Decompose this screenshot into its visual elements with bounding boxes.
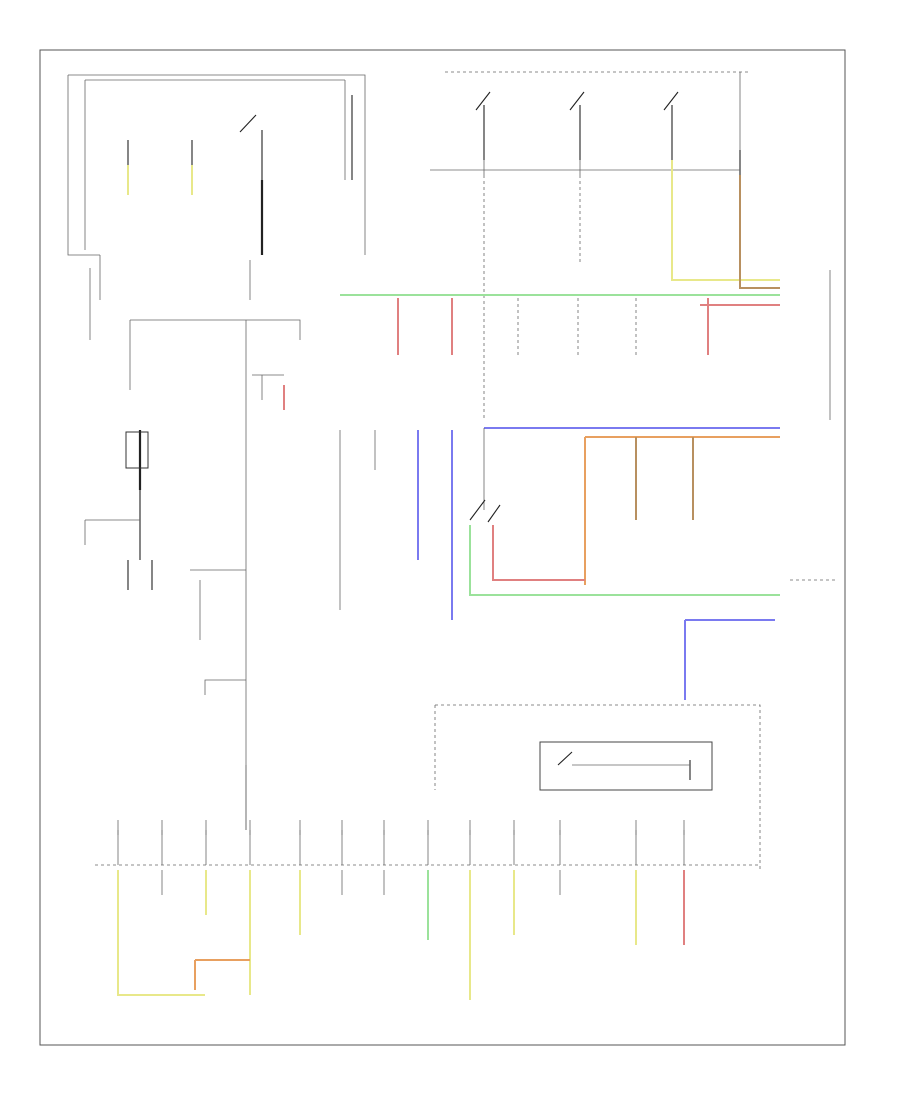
green-bus-drops <box>397 298 709 355</box>
top-left-fuse-block <box>67 74 366 256</box>
bottom-fuse-row <box>95 765 760 1000</box>
top-right-relay-block <box>430 71 780 420</box>
left-trunk <box>84 255 301 830</box>
lower-right-module <box>434 704 761 870</box>
middle-section <box>339 270 835 700</box>
diagram-frame <box>39 49 846 1046</box>
